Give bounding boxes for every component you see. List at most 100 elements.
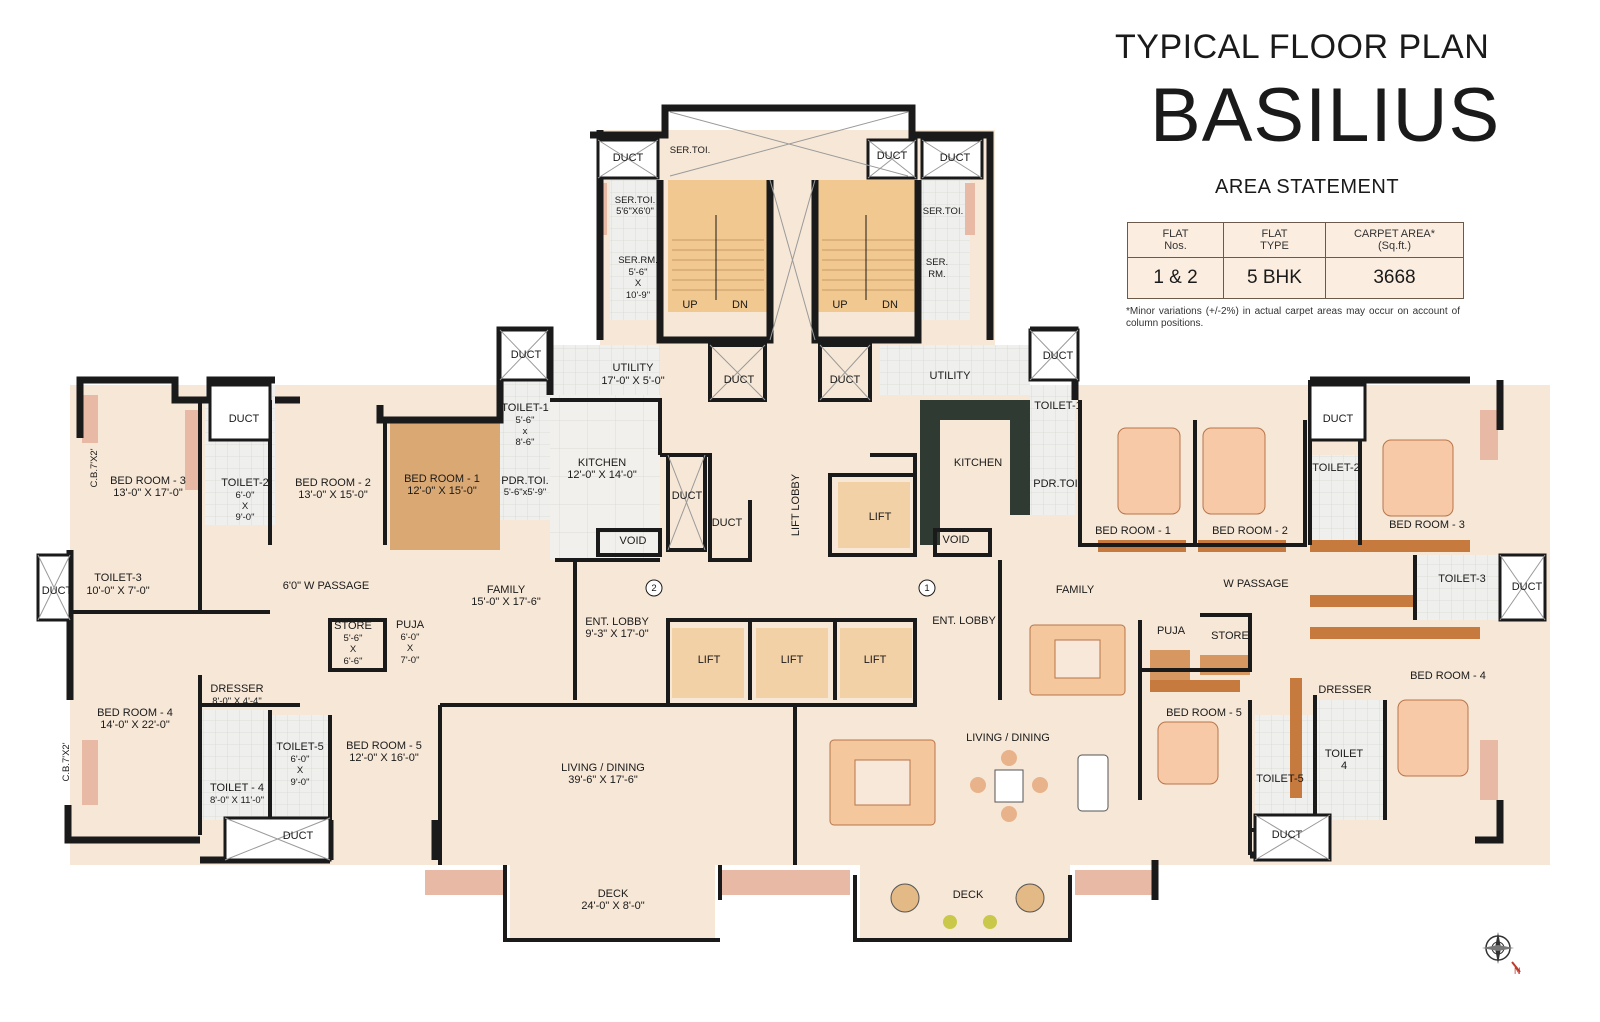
label-lift-1: LIFT [698,654,721,666]
cell-carpet-area: 3668 [1325,257,1464,299]
label-ent-lobby: ENT. LOBBY [585,616,649,628]
label-w-passage: 6'0" W PASSAGE [283,580,370,592]
svg-text:39'-6" X 17'-6": 39'-6" X 17'-6" [568,774,638,786]
label-bedroom-1: BED ROOM - 1 [404,473,480,485]
label-lift-lobby: LIFT LOBBY [790,473,802,536]
dim-bedroom-2: 13'-0" X 15'-0" [298,489,368,501]
label-duct-7: DUCT [830,374,861,386]
label-toilet-1: TOILET-1 [501,402,548,414]
label-utility-right: UTILITY [930,370,972,382]
label-toilet-3: TOILET-3 [94,572,141,584]
label-ent-lobby-right: ENT. LOBBY [932,615,996,627]
svg-text:8'-6": 8'-6" [516,437,535,448]
compass-north-label: N [1514,966,1521,976]
svg-text:14'-0" X 22'-0": 14'-0" X 22'-0" [100,719,170,731]
label-bedroom-3: BED ROOM - 3 [110,475,186,487]
svg-text:x: x [523,426,528,437]
label-void-left: VOID [620,535,647,547]
inner-walls [70,343,1417,942]
svg-text:6'-0": 6'-0" [291,754,310,765]
label-kitchen: KITCHEN [578,457,626,469]
label-duct-12: DUCT [283,830,314,842]
svg-text:8'-0" X 11'-0": 8'-0" X 11'-0" [210,795,264,806]
stair-treads [672,215,914,300]
label-duct-3: DUCT [940,152,971,164]
label-bedroom-5-right: BED ROOM - 5 [1166,707,1242,719]
label-store: STORE [334,620,372,632]
label-living-dining-right: LIVING / DINING [966,732,1050,744]
label-bedroom-4-right: BED ROOM - 4 [1410,670,1486,682]
svg-text:X: X [635,278,642,289]
label-living-dining: LIVING / DINING [561,762,645,774]
label-duct-10: DUCT [42,585,73,597]
label-duct-1: DUCT [613,152,644,164]
label-bedroom-4: BED ROOM - 4 [97,707,173,719]
svg-text:24'-0" X 8'-0": 24'-0" X 8'-0" [581,900,644,912]
svg-text:8'-0" X 4'-4": 8'-0" X 4'-4" [212,696,261,707]
label-duct-13: DUCT [1272,829,1303,841]
svg-text:X: X [297,765,304,776]
label-cb-bottom: C.B.7'X2' [61,742,72,781]
svg-text:15'-0" X 17'-6": 15'-0" X 17'-6" [471,596,541,608]
floor-fills [70,130,1550,940]
svg-text:12'-0" X 16'-0": 12'-0" X 16'-0" [349,752,419,764]
label-lift-3: LIFT [864,654,887,666]
label-bedroom-2-right: BED ROOM - 2 [1212,525,1288,537]
area-table-row: 1 & 2 5 BHK 3668 [1127,257,1464,299]
label-duct-11: DUCT [1512,581,1543,593]
svg-text:17'-0" X 5'-0": 17'-0" X 5'-0" [601,375,664,387]
dim-bedroom-1: 12'-0" X 15'-0" [407,485,477,497]
label-toilet-5: TOILET-5 [276,741,323,753]
label-bedroom-2: BED ROOM - 2 [295,477,371,489]
label-duct-5: DUCT [1043,350,1074,362]
svg-text:SER.: SER. [926,257,948,268]
label-family-right: FAMILY [1056,584,1095,596]
label-duct-2: DUCT [877,150,908,162]
label-dresser-right: DRESSER [1318,684,1371,696]
flat-1-number: 1 [924,583,929,594]
label-lift-4: LIFT [869,511,892,523]
label-duct-8: DUCT [229,413,260,425]
label-utility: UTILITY [613,362,655,374]
label-void-right: VOID [943,534,970,546]
label-family: FAMILY [487,584,526,596]
label-ser-toi-right: SER.TOI. [923,206,963,217]
label-duct-14: DUCT [672,490,703,502]
label-cb-top: C.B.7'X2' [89,448,100,487]
svg-text:X: X [242,501,249,512]
svg-text:X: X [350,644,357,655]
dim-bedroom-3: 13'-0" X 17'-0" [113,487,183,499]
flat-1-marker [918,579,936,597]
label-toilet-2-right: TOILET-2 [1312,462,1359,474]
label-toilet-4-right: TOILET [1325,748,1364,760]
area-note: *Minor variations (+/-2%) in actual carp… [1126,306,1460,329]
label-toilet-4: TOILET - 4 [210,782,264,794]
label-up-left: UP [682,299,697,311]
flat-2-marker [645,579,663,597]
cell-flat-type: 5 BHK [1223,257,1326,299]
label-deck-right: DECK [953,889,984,901]
label-lift-2: LIFT [781,654,804,666]
label-w-passage-right: W PASSAGE [1223,578,1288,590]
svg-text:6'-0": 6'-0" [236,490,255,501]
label-bedroom-5: BED ROOM - 5 [346,740,422,752]
label-puja-right: PUJA [1157,625,1186,637]
label-up-right: UP [832,299,847,311]
svg-text:5'-6": 5'-6" [344,633,363,644]
svg-text:5'-6": 5'-6" [516,415,535,426]
room-labels: BED ROOM - 3 13'-0" X 17'-0" BED ROOM - … [42,145,1543,912]
label-duct-9: DUCT [1323,413,1354,425]
svg-text:12'-0" X 14'-0": 12'-0" X 14'-0" [567,469,637,481]
label-kitchen-right: KITCHEN [954,457,1002,469]
label-ser-rm: SER.RM. [618,255,658,266]
svg-text:10'-0" X 7'-0": 10'-0" X 7'-0" [86,585,149,597]
svg-text:10'-9": 10'-9" [626,290,650,301]
compass-icon: N [1482,932,1521,976]
label-duct-6: DUCT [724,374,755,386]
label-dresser: DRESSER [210,683,263,695]
svg-text:6'-6": 6'-6" [344,656,363,667]
svg-text:5'6"X6'0": 5'6"X6'0" [616,206,654,217]
label-dn-right: DN [882,299,898,311]
label-deck: DECK [598,888,629,900]
